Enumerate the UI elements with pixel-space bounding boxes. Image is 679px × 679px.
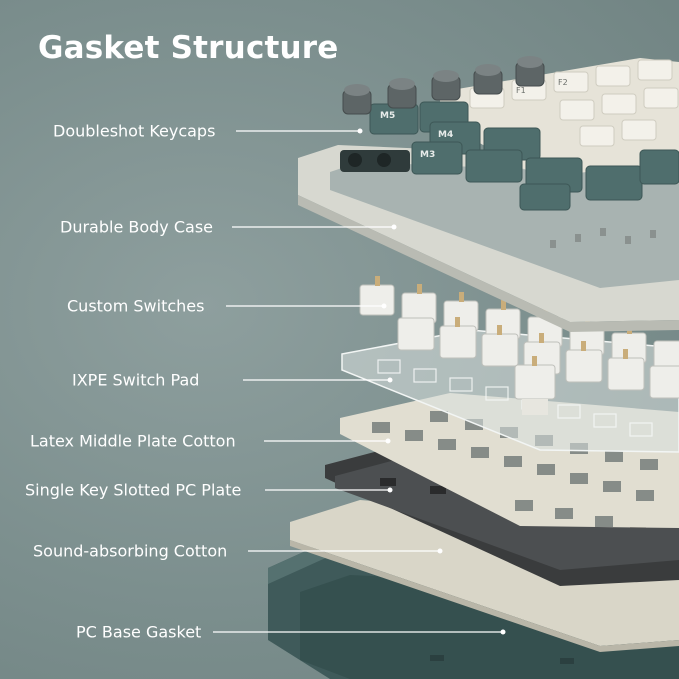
top-row-round-keys: [342, 56, 545, 115]
label-latex-middle-plate-cotton: Latex Middle Plate Cotton: [30, 431, 236, 451]
label-custom-switches: Custom Switches: [67, 296, 205, 316]
label-doubleshot-keycaps: Doubleshot Keycaps: [53, 121, 216, 141]
label-pc-base-gasket: PC Base Gasket: [76, 622, 202, 642]
label-sound-absorbing-cotton: Sound-absorbing Cotton: [33, 541, 228, 561]
switches-layer: [359, 276, 679, 415]
leader-lines: [213, 128, 506, 635]
keycap-legend: M5: [380, 111, 395, 121]
keycap-legend: M3: [420, 150, 435, 160]
label-single-key-slotted-pc-plate: Single Key Slotted PC Plate: [25, 480, 242, 500]
page-title: Gasket Structure: [38, 30, 339, 66]
keycap-legend: F2: [558, 78, 568, 87]
keycap-legend: M4: [438, 130, 453, 140]
keycap-legend: F1: [516, 86, 526, 95]
label-ixpe-switch-pad: IXPE Switch Pad: [72, 370, 200, 390]
keycaps-layer: M5 M4 M3 F1 F2: [342, 56, 679, 211]
label-durable-body-case: Durable Body Case: [60, 217, 214, 237]
